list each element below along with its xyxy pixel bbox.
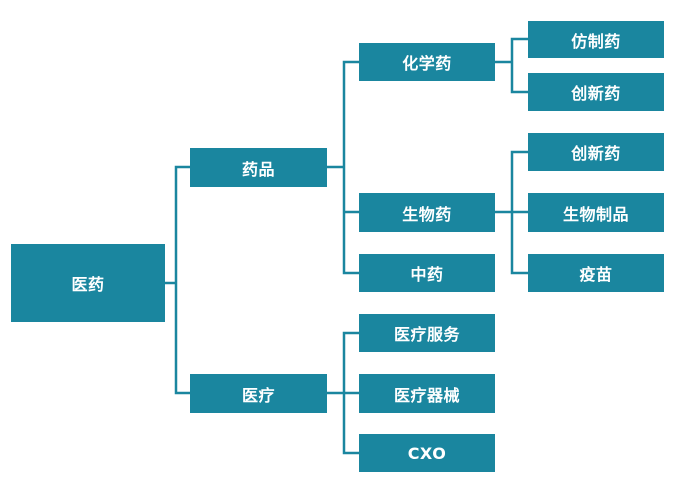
connector-root-to-drugs-medical <box>163 165 192 395</box>
node-drugs: 药品 <box>190 148 327 187</box>
node-medical-services: 医疗服务 <box>359 314 495 352</box>
node-pharma-medical: 医药 <box>11 244 165 322</box>
connector-bio-to-children <box>493 150 530 275</box>
connector-medical-to-children <box>325 331 361 455</box>
node-generic-drugs: 仿制药 <box>528 21 664 58</box>
node-innovative-drugs-bio: 创新药 <box>528 133 664 171</box>
connector-drugs-to-children <box>325 60 361 275</box>
node-medical: 医疗 <box>190 374 327 413</box>
node-cxo: CXO <box>359 434 495 472</box>
node-chemical-drugs: 化学药 <box>359 43 495 81</box>
node-innovative-drugs-chemical: 创新药 <box>528 73 664 111</box>
connector-group <box>163 37 530 455</box>
node-vaccines: 疫苗 <box>528 254 664 292</box>
node-tcm: 中药 <box>359 254 495 292</box>
node-bio-drugs: 生物药 <box>359 193 495 232</box>
connector-chemical-to-children <box>493 37 530 94</box>
node-medical-devices: 医疗器械 <box>359 374 495 413</box>
node-biologics: 生物制品 <box>528 193 664 232</box>
